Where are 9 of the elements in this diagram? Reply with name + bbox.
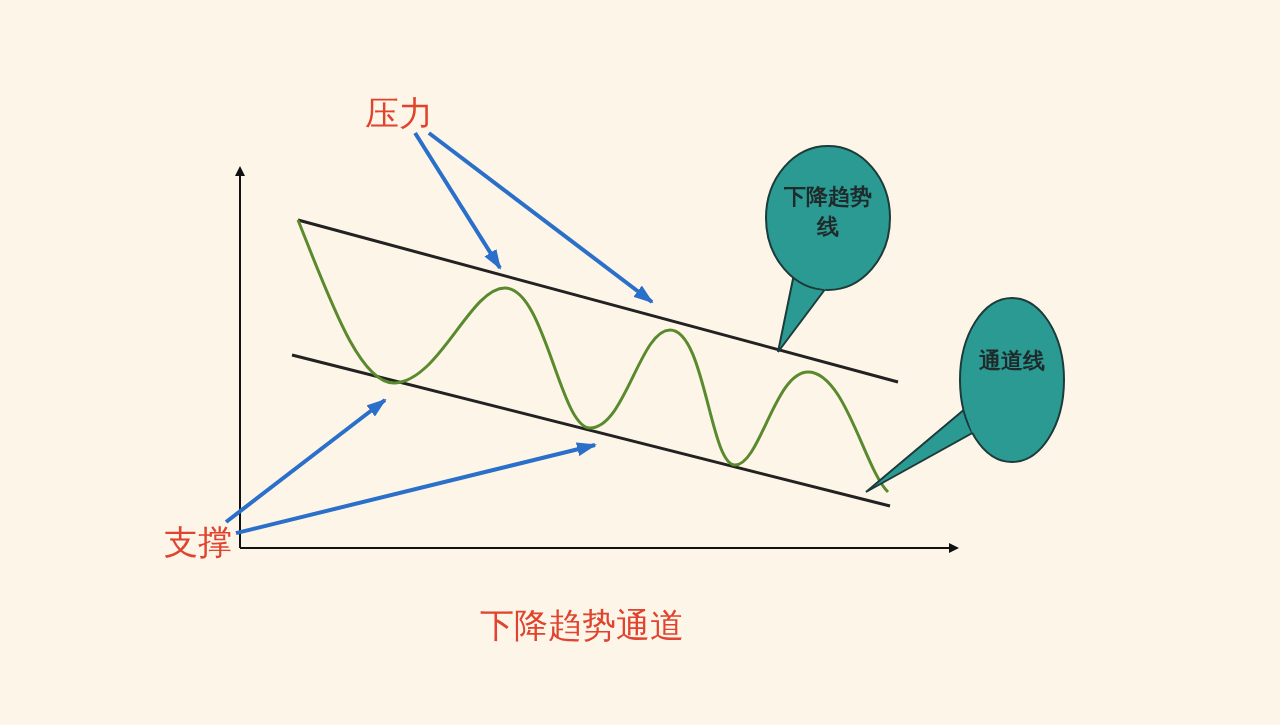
bubble-text: 下降趋势线 bbox=[783, 183, 873, 241]
arrow bbox=[413, 131, 502, 270]
bubble-text: 通道线 bbox=[978, 347, 1046, 375]
callout-label: 压力 bbox=[365, 93, 440, 133]
arrow bbox=[235, 442, 597, 536]
arrow bbox=[224, 398, 387, 524]
callout-label: 支撑 bbox=[164, 522, 236, 562]
arrow bbox=[427, 131, 654, 304]
caption: 下降趋势通道 bbox=[480, 604, 684, 647]
